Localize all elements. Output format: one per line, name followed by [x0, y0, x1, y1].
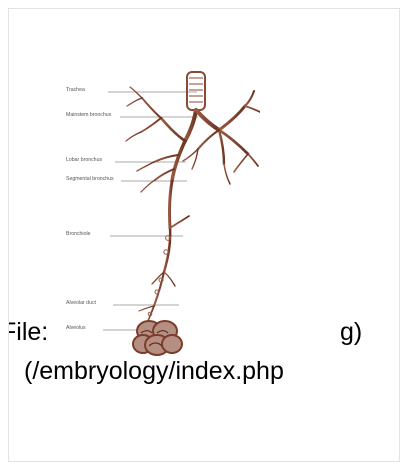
caption-gap-mask: [113, 309, 329, 345]
label-alveolus: Alveolus: [66, 325, 86, 331]
label-mainstem-bronchus: Mainstem bronchus: [66, 112, 112, 118]
label-alveolar-duct: Alveolar duct: [66, 300, 97, 306]
label-segmental-bronchus: Segmental bronchus: [66, 176, 114, 182]
label-trachea: Trachea: [66, 87, 85, 93]
file-caption-prefix: File:: [8, 318, 48, 346]
label-lobar-bronchus: Lobar bronchus: [66, 157, 102, 163]
file-caption-suffix: g): [340, 318, 362, 346]
trachea-shape: [187, 72, 205, 110]
image-frame: Trachea Mainstem bronchus Lobar bronchus…: [8, 8, 400, 462]
file-url-text[interactable]: (/embryology/index.php: [24, 357, 284, 385]
bronchial-tree: [126, 87, 260, 321]
label-bronchiole: Bronchiole: [66, 231, 91, 237]
